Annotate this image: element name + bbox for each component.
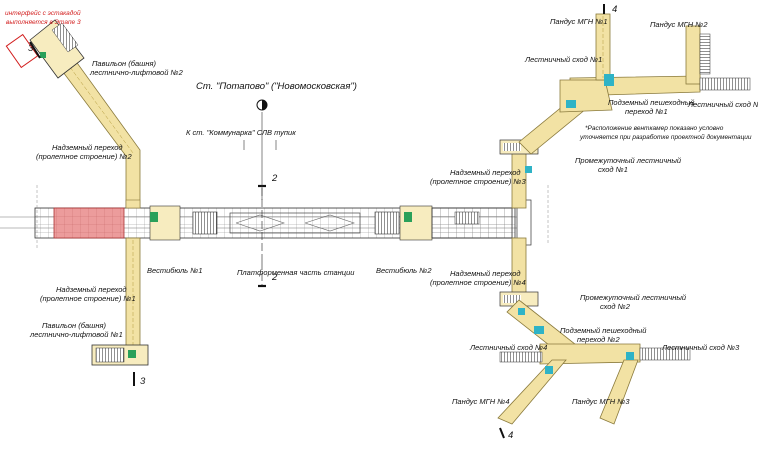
vent-1 — [566, 100, 576, 108]
platform-part — [0, 185, 549, 250]
platform-diamond-right — [304, 214, 355, 232]
crossing-3-line-1: Надземный переход — [450, 168, 521, 177]
pavilion-1-lift — [128, 350, 136, 358]
platform-diamond-left — [235, 214, 285, 232]
section-4-bottom-label: 4 — [508, 430, 513, 441]
vent-small-1 — [525, 166, 532, 173]
intermediate-2-line-2: сход №2 — [600, 302, 631, 311]
direction-symbol-half — [262, 100, 267, 110]
section-3-top-label: 3 — [28, 43, 34, 54]
section-marks: 2 2 3 3 4 4 — [28, 4, 617, 441]
green-room-2 — [404, 212, 412, 222]
pavilion-1-line-1: Павильон (башня) — [42, 321, 106, 330]
vent-4 — [626, 352, 634, 360]
intermediate-1-line-2: сход №1 — [598, 165, 628, 174]
stair-3-label: Лестничный сход №3 — [661, 343, 740, 352]
red-note-line-2: выполняется в Этапе 3 — [6, 19, 81, 26]
vestibule-1-label: Вестибюль №1 — [147, 266, 203, 275]
drawing-title: Ст. "Потапово" ("Новомосковская") — [196, 81, 357, 92]
vent-3 — [545, 366, 553, 374]
underpass-2-line-1: Подземный пешеходный — [560, 326, 647, 335]
pavilion-1-stairs — [95, 347, 125, 363]
section-2-top-label: 2 — [271, 173, 278, 184]
crossing-1-line-1: Надземный переход — [56, 285, 127, 294]
underpass-1-line-1: Подземный пешеходный — [608, 98, 695, 107]
crossing-1-line-2: (пролетное строение) №1 — [40, 294, 136, 303]
section-4-bottom-bar — [499, 427, 505, 439]
note-line-1: *Расположение венткамер показано условно — [585, 125, 724, 132]
vestibule-1-box — [149, 205, 181, 241]
platform-stairs-right — [374, 211, 400, 235]
pink-zone — [53, 207, 125, 239]
underpass-2-line-2: переход №2 — [577, 335, 620, 344]
stair-1-block — [604, 74, 614, 86]
ramp-3-label: Пандус МГН №3 — [572, 397, 630, 406]
labels: Ст. "Потапово" ("Новомосковская") К ст. … — [5, 9, 758, 406]
ramp-1-label: Пандус МГН №1 — [550, 17, 608, 26]
stair-2-steps — [699, 77, 751, 91]
platform-label: Платформенная часть станции — [237, 268, 355, 277]
ramp-2-stairs — [699, 33, 711, 75]
note-line-2: уточняется при разработке проектной доку… — [579, 133, 752, 141]
crossing-2-line-1: Надземный переход — [52, 143, 123, 152]
direction-right-label: В тупик — [267, 128, 296, 137]
stair-3-steps — [639, 347, 691, 361]
section-4-top-label: 4 — [612, 4, 617, 15]
section-3-bottom-label: 3 — [140, 376, 146, 387]
right-crossings — [497, 13, 751, 425]
red-note-line-1: интерфейс с эстакадой — [5, 9, 81, 17]
direction-left-label: К ст. "Коммунарка" СЛ — [186, 128, 268, 137]
vent-small-2 — [518, 308, 525, 315]
vent-2 — [534, 326, 544, 334]
platform-island — [229, 212, 361, 234]
platform-stairs-left — [192, 211, 218, 235]
underpass-1-line-2: переход №1 — [625, 107, 668, 116]
intermediate-2-line-1: Промежуточный лестничный — [580, 293, 687, 302]
crossing-2-line-2: (пролетное строение) №2 — [36, 152, 133, 161]
crossing-junction — [125, 199, 141, 209]
section-3-top-bar — [29, 41, 41, 59]
crossing-4-line-2: (пролетное строение) №4 — [430, 278, 526, 287]
pavilion-2-line-1: Павильон (башня) — [92, 59, 156, 68]
ramp-3 — [599, 359, 639, 425]
stair-4-steps — [499, 351, 543, 363]
section-2-bottom-label: 2 — [271, 272, 278, 283]
pavilion-2-line-2: лестнично-лифтовой №2 — [89, 68, 184, 77]
right-stairs — [454, 211, 480, 225]
crossing-3-line-2: (пролетное строение) №3 — [430, 177, 527, 186]
left-crossings — [5, 19, 149, 366]
vestibule-2-label: Вестибюль №2 — [376, 266, 432, 275]
stair-1-label: Лестничный сход №1 — [524, 55, 602, 64]
green-room-1 — [150, 212, 158, 222]
ramp-4 — [497, 359, 567, 425]
pavilion-2-lift — [40, 52, 46, 58]
ramp-4-label: Пандус МГН №4 — [452, 397, 510, 406]
intermediate-stair-1-steps — [503, 143, 521, 151]
ramp-2 — [685, 25, 701, 85]
pavilion-1-line-2: лестнично-лифтовой №1 — [29, 330, 123, 339]
crossing-4-line-1: Надземный переход — [450, 269, 521, 278]
pavilion-2-tower — [29, 19, 85, 79]
intermediate-1-line-1: Промежуточный лестничный — [575, 156, 682, 165]
interface-marker — [5, 33, 39, 69]
stair-4-label: Лестничный сход №4 — [469, 343, 547, 352]
pavilion-2-stairs — [51, 22, 79, 53]
vestibule-2-box — [399, 205, 433, 241]
intermediate-stair-2-steps — [503, 295, 521, 303]
ramp-2-label: Пандус МГН №2 — [650, 20, 708, 29]
stair-2-label: Лестничный сход №2 — [687, 100, 758, 109]
